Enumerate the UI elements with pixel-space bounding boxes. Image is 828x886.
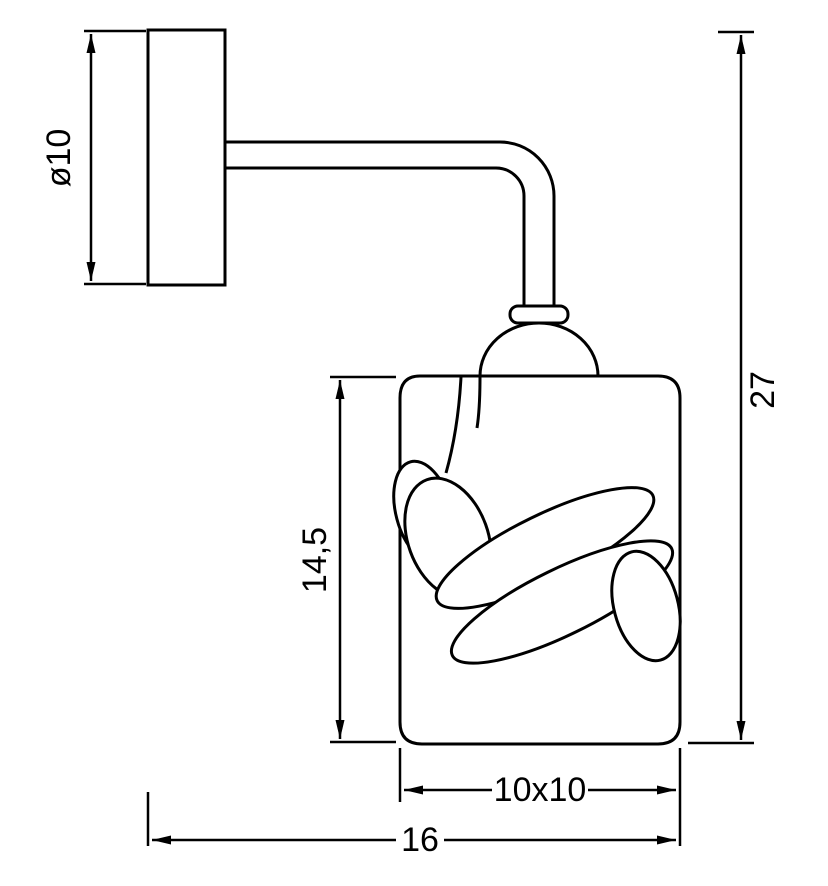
dimension-shade-height: 14,5 — [296, 375, 396, 744]
dimension-total-height: 27 — [688, 30, 782, 745]
dim-label-total-height: 27 — [744, 371, 782, 409]
shade-neck-line-right — [475, 376, 482, 429]
wall-plate-outline — [146, 28, 227, 287]
lamp-shade — [392, 374, 682, 746]
dimension-total-depth: 16 — [146, 792, 676, 859]
dimension-plate-diameter: ø10 — [40, 29, 146, 286]
lamp-arm — [225, 140, 556, 307]
dim-label-total-depth: 16 — [401, 821, 439, 859]
lamp-socket-dome — [478, 321, 600, 377]
dimension-shade-width: 10x10 — [398, 748, 682, 846]
collar-outline — [508, 304, 570, 325]
wall-mount-plate — [146, 28, 227, 287]
arm-inner-line — [225, 166, 526, 307]
dim-label-shade-height: 14,5 — [296, 527, 334, 593]
dim-label-diameter: ø10 — [40, 129, 78, 188]
dome-outline — [478, 321, 600, 377]
arm-outer-line — [225, 140, 556, 307]
dim-label-shade-width: 10x10 — [494, 771, 587, 809]
shade-neck-line-left — [444, 376, 463, 474]
spiral-cut-right — [610, 549, 682, 663]
arm-collar — [508, 304, 570, 325]
